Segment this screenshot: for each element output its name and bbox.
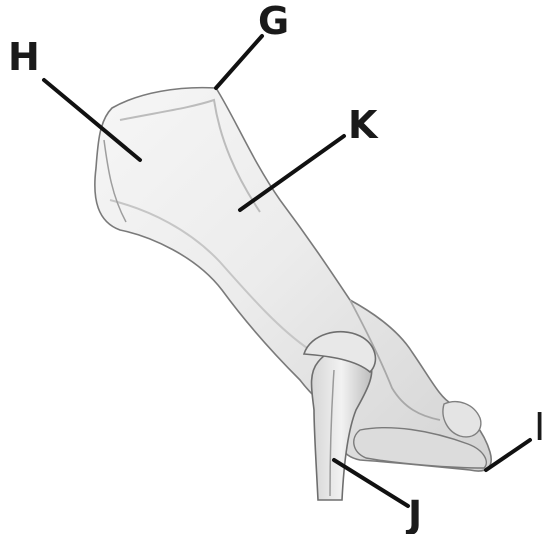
label-h: H	[8, 35, 40, 79]
bone-blade	[95, 88, 491, 471]
leader-line-i	[486, 440, 530, 470]
leader-line-j	[334, 460, 408, 506]
leader-line-g	[216, 36, 262, 88]
label-k: K	[348, 103, 379, 147]
bone-illustration	[95, 88, 491, 500]
label-i: I	[534, 405, 545, 449]
label-j: J	[405, 493, 422, 534]
label-g: G	[258, 0, 289, 43]
